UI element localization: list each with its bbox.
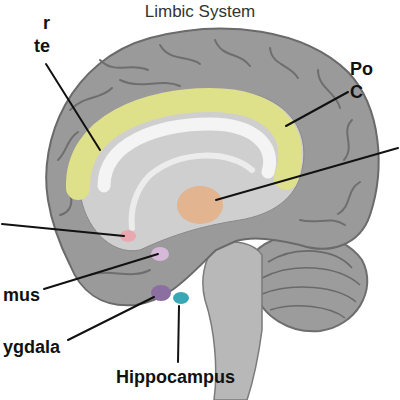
fornix (132, 156, 252, 228)
title-slot: Limbic System (0, 2, 400, 22)
mammillary-region (151, 247, 169, 261)
label-slot: r te (24, 12, 50, 58)
hippocampus (173, 292, 189, 304)
structure-label: r te (24, 12, 50, 58)
label-slot: Po C (350, 58, 378, 104)
structure-label: mus (3, 284, 40, 307)
diagram-title: Limbic System (0, 2, 400, 22)
cortex-gyri (58, 40, 360, 275)
leader-lines (2, 64, 398, 362)
amygdala (151, 285, 171, 301)
label-slot: Hippocampus (116, 366, 235, 389)
label-slot: ygdala (3, 336, 60, 359)
structure-label: ygdala (3, 336, 60, 359)
cingulate-gyrus (78, 100, 290, 188)
structure-label: Po C (350, 58, 378, 104)
thalamus (177, 186, 223, 224)
cerebellum-folia (262, 251, 360, 318)
structure-label: Hippocampus (116, 366, 235, 389)
label-slot: mus (3, 284, 40, 307)
